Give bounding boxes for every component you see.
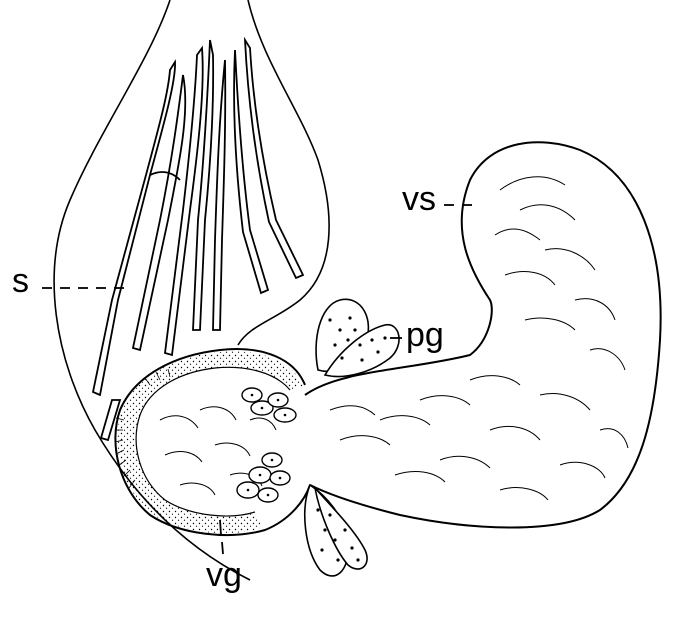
ciliated-lining — [115, 369, 170, 488]
seminal-vesicle-outline — [305, 142, 661, 527]
leader-lines — [42, 205, 472, 554]
prostatic-gland-cells — [237, 388, 296, 502]
seminal-vesicle-contents — [330, 177, 628, 500]
label-prostatic-glands: pg — [406, 316, 444, 354]
prostatic-glands-lower — [305, 485, 367, 576]
label-granule-vesicle: vg — [206, 556, 242, 594]
prostatic-glands-upper — [316, 299, 399, 376]
outer-sac-right-outline — [238, 0, 329, 345]
label-stylets: s — [12, 262, 29, 300]
granule-vesicle-outline — [115, 349, 310, 535]
stylet-bundle — [93, 40, 303, 440]
gland-granules — [246, 316, 387, 562]
granule-vesicle-stippled-wall — [117, 351, 305, 534]
label-seminal-vesicle: vs — [402, 180, 436, 218]
